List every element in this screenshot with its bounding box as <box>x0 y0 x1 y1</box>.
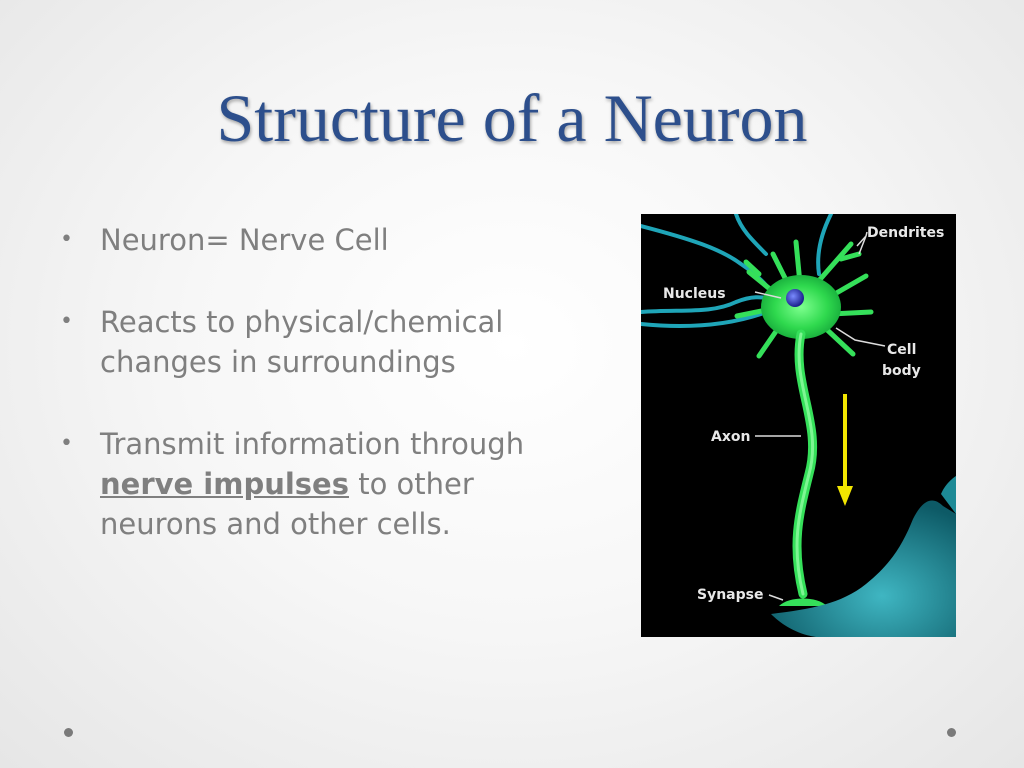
corner-dot-right <box>947 728 956 737</box>
neuron-diagram: Dendrites Nucleus Cell body Axon Synapse <box>641 214 956 637</box>
axon-terminal <box>779 598 827 606</box>
bullet-text-before: Transmit information through <box>100 427 525 461</box>
bullet-item: • Neuron= Nerve Cell <box>60 220 600 260</box>
slide-title: Structure of a Neuron <box>216 80 808 156</box>
target-cell <box>771 500 956 637</box>
label-synapse: Synapse <box>697 587 763 603</box>
neuron-illustration: Dendrites Nucleus Cell body Axon Synapse <box>641 214 956 637</box>
label-axon: Axon <box>711 429 750 445</box>
cell-body <box>734 239 874 359</box>
bullet-list: • Neuron= Nerve Cell • Reacts to physica… <box>60 220 600 586</box>
bullet-icon: • <box>60 227 73 252</box>
bullet-text: Neuron= Nerve Cell <box>100 223 389 257</box>
bullet-text-after: to other neurons and other cells. <box>100 467 474 541</box>
bullet-item: • Reacts to physical/chemical changes in… <box>60 302 600 382</box>
nucleus <box>786 289 804 307</box>
leader-lines <box>754 231 886 601</box>
corner-dot-left <box>64 728 73 737</box>
bullet-text: Reacts to physical/chemical changes in s… <box>100 305 504 379</box>
bullet-icon: • <box>60 431 73 456</box>
bullet-icon: • <box>60 309 73 334</box>
label-cell-body-line1: Cell <box>887 342 916 358</box>
bullet-item: • Transmit information through nerve imp… <box>60 424 600 544</box>
impulse-direction-arrow <box>837 394 853 506</box>
label-cell-body-line2: body <box>882 363 921 379</box>
label-dendrites: Dendrites <box>867 225 944 241</box>
nerve-impulses-link[interactable]: nerve impulses <box>100 467 349 501</box>
label-nucleus: Nucleus <box>663 286 726 302</box>
